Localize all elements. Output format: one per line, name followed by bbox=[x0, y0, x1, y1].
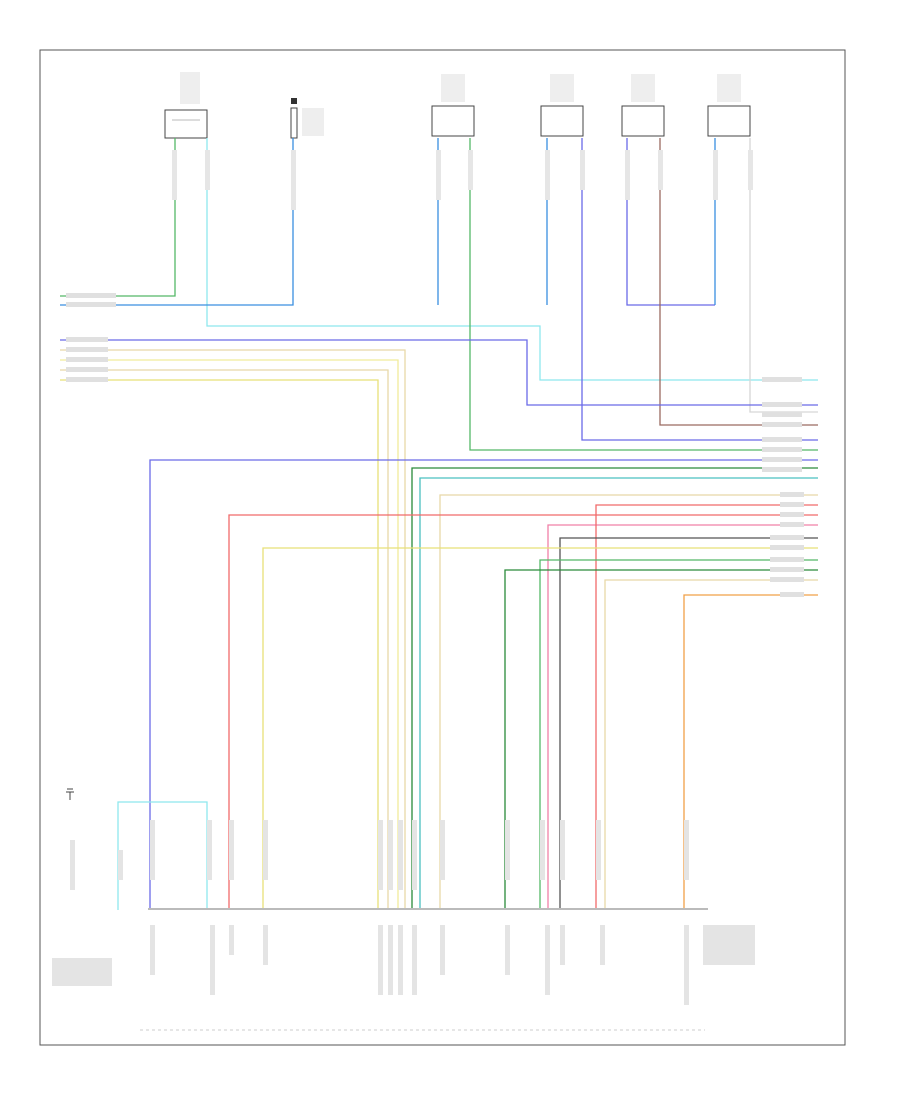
component-speaker-1 bbox=[431, 74, 475, 137]
wire-yellow-1 bbox=[60, 359, 399, 910]
wire-orange-1 bbox=[683, 594, 818, 910]
component-left-1 bbox=[164, 72, 208, 139]
component-speaker-2 bbox=[540, 74, 584, 137]
wire-tan-3 bbox=[439, 494, 818, 910]
wire-purple-1 bbox=[581, 138, 818, 441]
wire-green-1 bbox=[60, 138, 176, 297]
wire-purple-4 bbox=[149, 459, 818, 910]
wire-purple-2 bbox=[626, 138, 715, 306]
bottom-module-labels bbox=[52, 820, 755, 1005]
wire-black-1 bbox=[559, 537, 818, 910]
wire-darkgreen-1 bbox=[411, 467, 818, 910]
vertical-wire-labels bbox=[172, 150, 753, 210]
wire-purple-3 bbox=[60, 339, 818, 406]
component-speaker-3 bbox=[621, 74, 665, 137]
wire-pink-1 bbox=[547, 524, 818, 910]
wire-teal-1 bbox=[419, 477, 818, 910]
diagram-frame bbox=[39, 49, 846, 1046]
wire-yellow-2 bbox=[60, 379, 379, 910]
ground-icon bbox=[66, 788, 74, 800]
wires bbox=[60, 138, 818, 910]
bottom-connector-pins bbox=[148, 908, 708, 910]
wire-yellow-3 bbox=[262, 547, 818, 910]
wire-cyan-2 bbox=[117, 801, 208, 910]
wire-tan-2 bbox=[60, 369, 389, 910]
wire-darkgreen-2 bbox=[504, 569, 818, 910]
wire-label-marks bbox=[66, 293, 804, 597]
component-small-sensor bbox=[290, 98, 324, 139]
wire-red-1 bbox=[228, 514, 818, 910]
wire-green-2 bbox=[469, 138, 818, 451]
wire-white-1 bbox=[749, 138, 818, 413]
wire-red-2 bbox=[595, 504, 818, 910]
wire-green-3 bbox=[539, 559, 818, 910]
wire-tan-1 bbox=[60, 349, 406, 910]
component-speaker-4 bbox=[707, 74, 751, 137]
wire-cyan-1 bbox=[206, 138, 818, 381]
wire-tan-4 bbox=[604, 579, 818, 910]
